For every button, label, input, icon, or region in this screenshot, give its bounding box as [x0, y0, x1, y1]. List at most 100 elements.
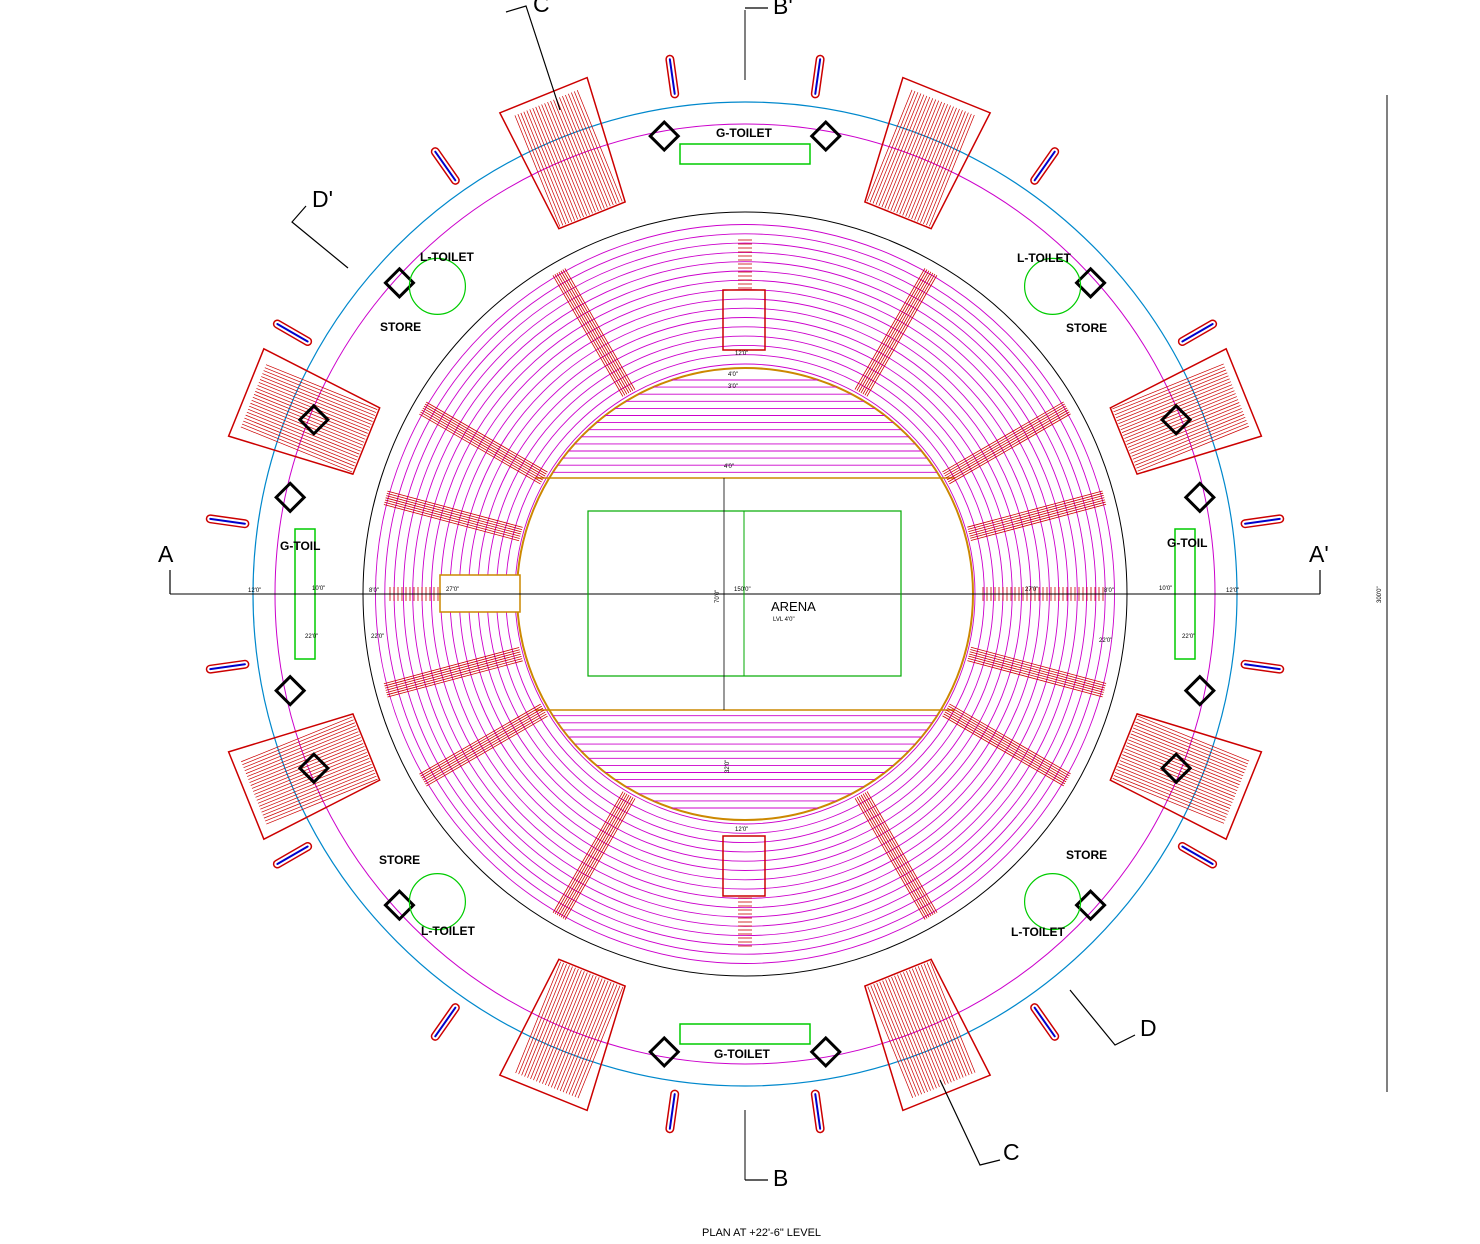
- outer-stair-flight: [243, 420, 355, 467]
- aisle-stair: [386, 655, 522, 693]
- outer-stair-flight: [1130, 733, 1243, 780]
- dim-overall: 300'0": [1377, 586, 1383, 603]
- section-line-d: [1069, 989, 1136, 1046]
- outer-stair-flight: [879, 981, 925, 1094]
- outer-stair-flight: [547, 102, 593, 214]
- aisle-stair: [558, 271, 630, 394]
- outer-stair-flight: [896, 101, 943, 214]
- outer-stair-flight: [909, 969, 955, 1082]
- outer-stair-flight: [577, 986, 624, 1099]
- outer-stair-flight: [1136, 718, 1249, 765]
- aisle-stair: [854, 268, 926, 390]
- aisle-stair: [970, 649, 1106, 687]
- outer-stair-flight: [244, 417, 356, 464]
- aisle-stair: [423, 405, 546, 477]
- aisle-stair: [558, 794, 630, 917]
- room-label-g-toil-right: G-TOIL: [1167, 536, 1207, 550]
- outer-stair-flight: [926, 113, 972, 226]
- aisle-stair: [947, 411, 1070, 483]
- light-pole-core: [434, 150, 457, 182]
- aisle-stair: [552, 791, 624, 913]
- outer-stair-flight: [530, 967, 576, 1080]
- outer-stair-flight: [556, 98, 602, 210]
- outer-stair-flight: [885, 979, 931, 1091]
- light-pole-core: [1244, 663, 1281, 671]
- dim-edge-a-right: 12'0": [1226, 588, 1239, 594]
- dim-tier-depth: 32'0": [725, 760, 731, 773]
- light-pole-core: [434, 1006, 457, 1038]
- section-mark-c-top: C: [533, 0, 550, 17]
- aisle-stair: [968, 495, 1104, 533]
- aisle-stair: [385, 653, 522, 691]
- outer-stair-flight: [1112, 363, 1224, 410]
- aisle-stair: [969, 653, 1105, 691]
- outer-stair-flight: [906, 970, 952, 1083]
- outer-stair-flight: [1132, 414, 1245, 460]
- outer-stair-flight: [518, 962, 564, 1075]
- outer-stair-block: [863, 958, 992, 1112]
- outer-stair-flight: [547, 974, 594, 1087]
- outer-stair-flight: [265, 364, 378, 410]
- light-pole-core: [276, 845, 309, 865]
- room-label-store-bottom-left: STORE: [379, 853, 420, 867]
- outer-stair-flight: [1114, 772, 1227, 818]
- outer-stair-flight: [240, 426, 353, 473]
- aisle-stair: [858, 270, 930, 393]
- structural-column: [1160, 752, 1193, 785]
- structural-column: [297, 403, 330, 436]
- aisle-stair: [552, 275, 624, 397]
- outer-stair-flight: [241, 716, 353, 763]
- structural-column: [1074, 889, 1107, 922]
- section-mark-c-bottom: C: [1003, 1139, 1020, 1165]
- light-pole-core: [1181, 323, 1214, 343]
- aisle-stair: [942, 401, 1064, 473]
- aisle-stair: [970, 503, 1107, 541]
- aisle-stair: [387, 490, 523, 528]
- aisle-stair: [564, 268, 636, 390]
- outer-stair-flight: [538, 105, 584, 218]
- toilet-fixture-band: [679, 1023, 811, 1045]
- aisle-stair: [968, 655, 1104, 693]
- room-label-store-bottom-right: STORE: [1066, 848, 1107, 862]
- outer-stair-flight: [911, 968, 958, 1080]
- outer-stair-flight: [553, 99, 599, 212]
- structural-column: [809, 119, 842, 153]
- aisle-stair: [562, 269, 634, 392]
- section-mark-a-prime: A': [1309, 541, 1329, 567]
- aisle-stair: [424, 403, 547, 475]
- outer-stair-flight: [1126, 399, 1239, 445]
- outer-stair-flight: [559, 97, 605, 209]
- aisle-stair: [386, 495, 522, 533]
- room-label-g-toil-left: G-TOIL: [280, 539, 320, 553]
- outer-stair-flight: [251, 743, 364, 789]
- outer-stair-flight: [568, 983, 615, 1095]
- aisle-stair: [383, 647, 520, 685]
- outer-stair-flight: [576, 90, 623, 202]
- aisle-stair: [860, 794, 932, 917]
- outer-stair-flight: [541, 104, 587, 216]
- outer-stair-flight: [245, 728, 358, 774]
- outer-stair-flight: [529, 109, 576, 221]
- outer-stair-flight: [887, 98, 934, 210]
- dim-edge-d-right: 10'0": [1159, 586, 1172, 592]
- dim-tier-last: 4'0": [724, 464, 734, 470]
- structural-column: [1074, 266, 1107, 299]
- structural-column: [383, 889, 416, 922]
- outer-stair-flight: [536, 969, 582, 1082]
- outer-stair-flight: [917, 966, 964, 1078]
- outer-stair-flight: [920, 964, 967, 1077]
- arena-level: LVL 4'0": [773, 617, 795, 623]
- aisle-stair: [562, 797, 634, 919]
- aisle-stair: [560, 270, 632, 393]
- outer-stair-flight: [245, 414, 358, 461]
- room-label-g-toilet-top: G-TOILET: [716, 126, 772, 140]
- outer-stair-flight: [888, 978, 934, 1090]
- outer-stair-flight: [243, 722, 355, 769]
- aisle-stair: [967, 658, 1104, 696]
- aisle-stair: [421, 409, 544, 481]
- aisle-stair: [866, 791, 938, 913]
- structural-column: [1160, 403, 1193, 436]
- outer-stair-block: [498, 76, 627, 230]
- outer-stair-flight: [1112, 778, 1225, 824]
- outer-stair-flight: [926, 962, 973, 1075]
